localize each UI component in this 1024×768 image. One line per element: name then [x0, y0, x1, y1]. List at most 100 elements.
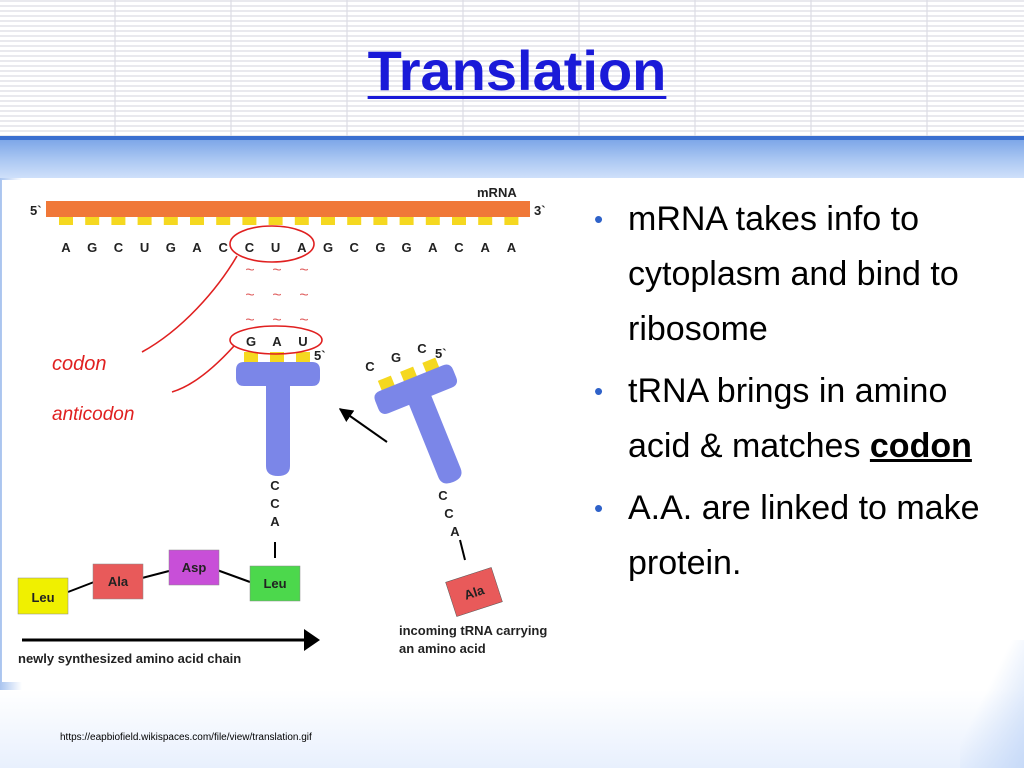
bullet-emphasis-codon: codon	[869, 427, 972, 465]
mrna-base-tick	[347, 216, 362, 225]
docked-trna-stem: CCA	[270, 478, 280, 529]
mrna-base: U	[140, 240, 149, 255]
incoming-base: C	[417, 341, 427, 356]
anticodon-ticks	[244, 352, 310, 364]
mrna-base-tick	[373, 216, 388, 225]
pairing-wave: ~	[272, 262, 281, 279]
bullet-text: tRNA brings in amino acid & matches	[628, 372, 948, 465]
mrna-base: A	[297, 240, 307, 255]
pairing-wave: ~	[299, 312, 308, 329]
handwritten-codon: codon	[52, 353, 107, 375]
mrna-base-tick	[111, 216, 126, 225]
mrna-base-tick	[85, 216, 100, 225]
amino-acid-asp-label: Asp	[182, 560, 207, 575]
pairing-waves: ~ ~ ~ ~ ~ ~ ~ ~ ~	[245, 262, 308, 329]
incoming-acceptor-base: C	[444, 506, 454, 521]
mrna-base: A	[428, 240, 438, 255]
incoming-arrow	[338, 408, 388, 443]
bullet-dot-icon: •	[594, 204, 604, 234]
acceptor-base: C	[270, 478, 280, 493]
incoming-trna-stem: CCA	[438, 488, 460, 539]
amino-acid-asp	[168, 549, 220, 586]
codon-circle	[229, 225, 315, 263]
header-texture	[0, 0, 1024, 136]
amino-acid-ala-label: Ala	[108, 574, 129, 589]
mrna-base-tick	[163, 216, 178, 225]
mrna-base: G	[323, 240, 333, 255]
codon-pointer	[141, 255, 238, 353]
mrna-base: A	[61, 240, 71, 255]
mrna-base-tick	[294, 216, 309, 225]
bullet-text: mRNA takes info to cytoplasm and bind to…	[628, 200, 959, 348]
pairing-wave: ~	[245, 262, 254, 279]
source-url: https://eapbiofield.wikispaces.com/file/…	[60, 732, 312, 743]
incoming-trna	[374, 364, 462, 484]
anticodon-base: G	[246, 334, 256, 349]
mrna-base: U	[271, 240, 280, 255]
pairing-wave: ~	[272, 312, 281, 329]
anticodon-circle	[229, 325, 323, 355]
incoming-trna-group	[374, 357, 462, 484]
incoming-caption-2: an amino acid	[399, 641, 486, 656]
incoming-base: G	[391, 350, 401, 365]
acceptor-base: C	[270, 496, 280, 511]
mrna-base: C	[350, 240, 360, 255]
pairing-wave: ~	[299, 287, 308, 304]
bullet-dot-icon: •	[594, 493, 604, 523]
chain-caption: newly synthesized amino acid chain	[18, 651, 241, 666]
pairing-wave: ~	[299, 262, 308, 279]
chain-arrow-head	[304, 629, 320, 651]
amino-acid-leu-2	[249, 565, 301, 602]
amino-acid-ala	[92, 563, 144, 600]
amino-acid-chain: Leu Ala Asp Leu	[17, 549, 301, 615]
incoming-base: C	[365, 359, 375, 374]
incoming-trna-link	[459, 539, 466, 561]
mrna-base-tick	[399, 216, 414, 225]
bullet-item: • mRNA takes info to cytoplasm and bind …	[594, 192, 1014, 357]
mrna-base: A	[192, 240, 202, 255]
mrna-base-tick	[216, 216, 231, 225]
incoming-anticodon-sequence: C G C	[365, 341, 427, 374]
mrna-base-tick	[321, 216, 335, 225]
mrna-base: A	[507, 240, 517, 255]
mrna-base-ticks	[59, 216, 519, 225]
anticodon-tick	[244, 352, 258, 364]
bullet-list: • mRNA takes info to cytoplasm and bind …	[594, 192, 1014, 598]
anticodon-five-prime: 5`	[314, 348, 326, 363]
incoming-five-prime: 5`	[435, 346, 447, 361]
mrna-base-tick	[504, 216, 519, 225]
anticodon-base: U	[298, 334, 307, 349]
mrna-base: C	[454, 240, 464, 255]
mrna-base-tick	[59, 216, 73, 225]
incoming-caption-1: incoming tRNA carrying	[399, 623, 547, 638]
mrna-base: C	[219, 240, 229, 255]
header-band	[0, 140, 1024, 178]
mrna-base: C	[245, 240, 255, 255]
bottom-gradient	[0, 690, 1024, 768]
anticodon-tick	[270, 352, 284, 364]
incoming-amino-acid: Ala	[445, 567, 503, 617]
mrna-base-tick	[452, 216, 466, 225]
incoming-acceptor-base: C	[438, 488, 448, 503]
docked-trna	[236, 362, 320, 476]
mrna-base-tick	[268, 216, 283, 225]
pairing-wave: ~	[245, 312, 254, 329]
bullet-dot-icon: •	[594, 376, 604, 406]
pairing-wave: ~	[245, 287, 254, 304]
mrna-base-tick	[137, 216, 152, 225]
amino-acid-leu-1-label: Leu	[31, 590, 54, 605]
pairing-wave: ~	[272, 287, 281, 304]
corner-gradient	[960, 640, 1024, 768]
header-divider	[0, 136, 1024, 140]
mrna-five-prime: 5`	[30, 203, 42, 218]
anticodon-base: A	[272, 334, 282, 349]
mrna-base: C	[114, 240, 124, 255]
incoming-amino-acid-label: Ala	[462, 582, 487, 603]
mrna-base: A	[481, 240, 491, 255]
handwritten-anticodon: anticodon	[52, 404, 134, 425]
incoming-acceptor-base: A	[450, 524, 460, 539]
